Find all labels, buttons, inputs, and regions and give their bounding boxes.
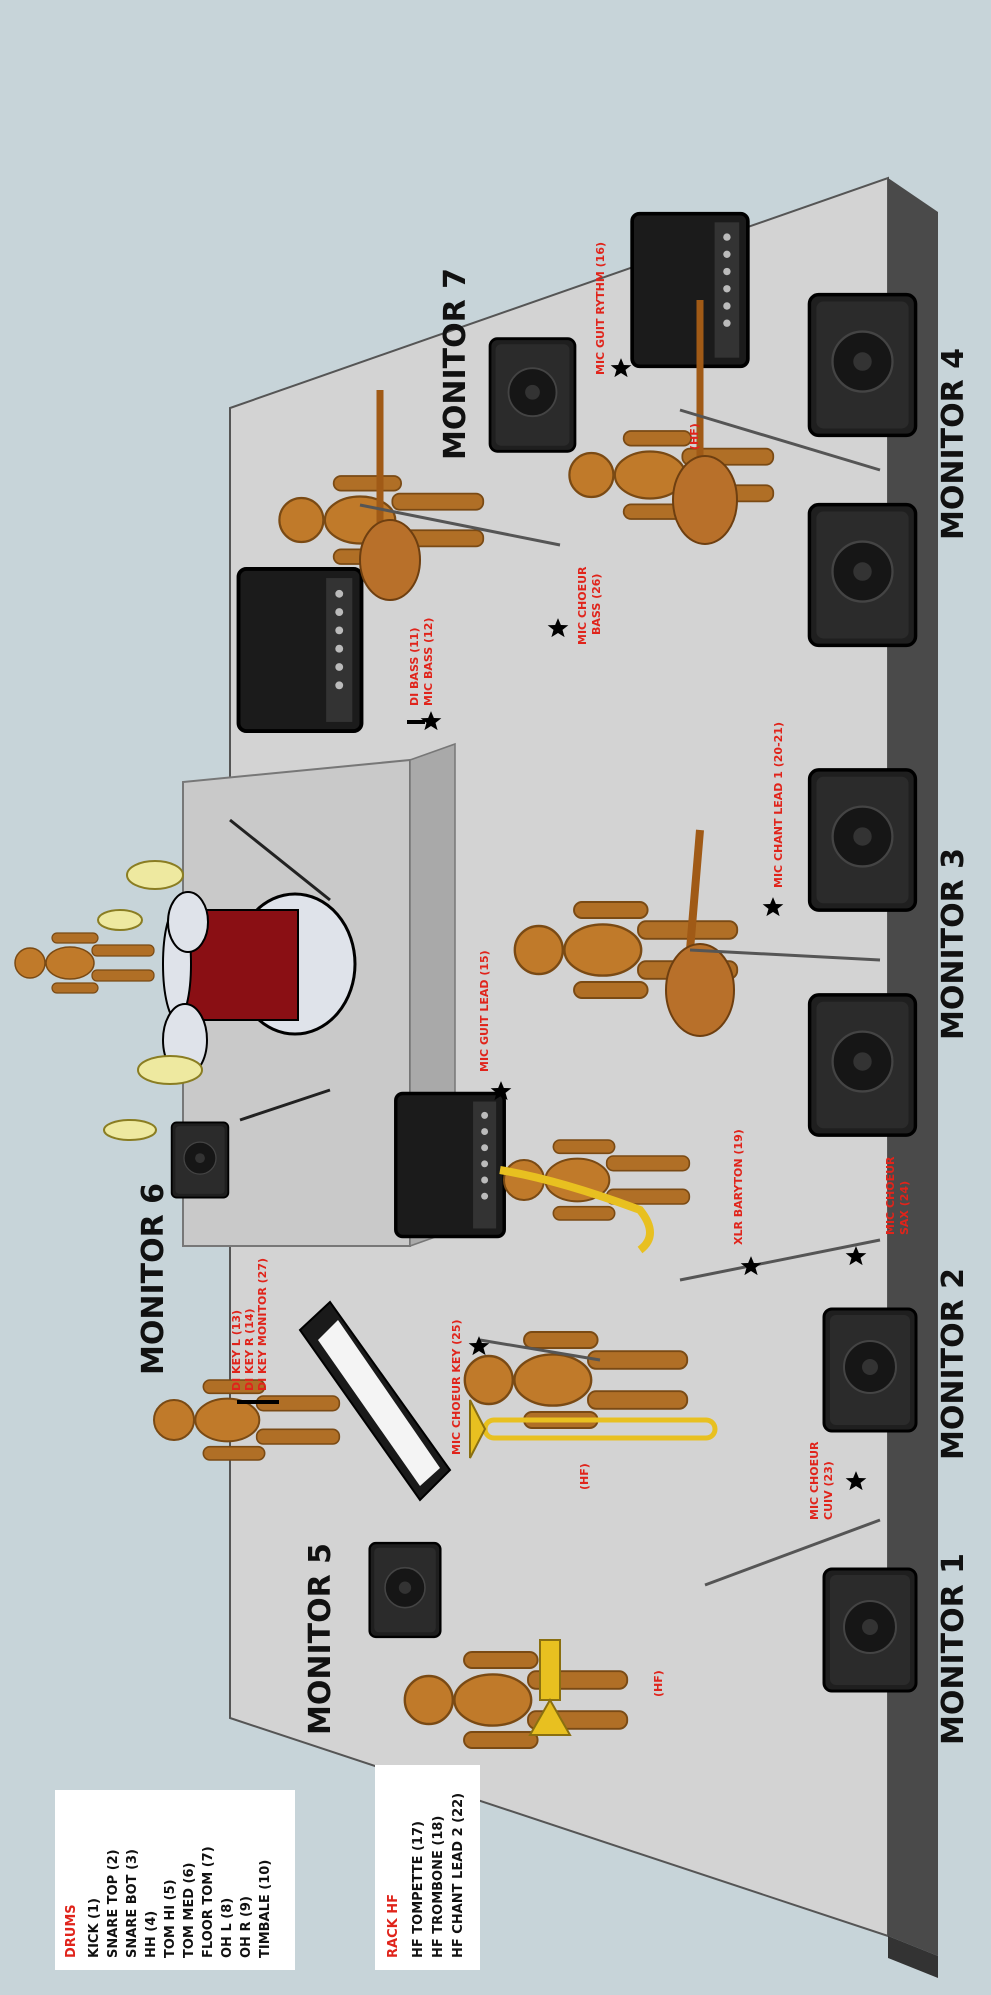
rack-hf-legend-title: RACK HF	[386, 1894, 401, 1958]
guitar-rythm-amp-icon	[632, 214, 748, 367]
monitor-3b-speaker-icon	[810, 770, 916, 910]
drums-legend-item: TIMBALE (10)	[258, 1860, 273, 1958]
di-key-l-label: DI KEY L (13)	[230, 1310, 243, 1391]
mic-choeur-key-label: MIC CHOEUR KEY (25)	[450, 1319, 463, 1455]
mic-guit-rythm-label: MIC GUIT RYTHM (16)	[594, 242, 607, 375]
monitor-6-speaker-icon	[172, 1122, 229, 1197]
hf-guitar-label: (HF)	[688, 423, 701, 450]
di-bass-label: DI BASS (11)	[408, 628, 421, 707]
di-key-r-label: DI KEY R (14)	[243, 1308, 256, 1391]
monitor-7-label: MONITOR 7	[438, 268, 473, 460]
monitor-6-label: MONITOR 6	[136, 1183, 171, 1375]
monitor-4a-speaker-icon	[809, 505, 915, 646]
xlr-baryton-label: XLR BARYTON (19)	[732, 1129, 745, 1245]
drums-legend-item: TOM MED (6)	[182, 1863, 197, 1958]
monitor-2-speaker-icon	[824, 1309, 916, 1431]
drums-legend-item: HH (4)	[144, 1911, 159, 1958]
drums-legend-item: FLOOR TOM (7)	[201, 1846, 216, 1958]
hf-trombone-label: (HF)	[578, 1463, 591, 1490]
monitor-5-speaker-icon	[370, 1543, 441, 1637]
drums-legend-item: KICK (1)	[87, 1898, 102, 1958]
drummer-figure	[15, 933, 154, 993]
monitor-1-speaker-icon	[824, 1569, 916, 1691]
rack-hf-legend-item: HF CHANT LEAD 2 (22)	[451, 1793, 466, 1958]
monitor-4b-speaker-icon	[809, 295, 915, 436]
mic-chant-lead-label: MIC CHANT LEAD 1 (20-21)	[772, 722, 785, 888]
rack-hf-legend-item: HF TOMPETTE (17)	[411, 1821, 426, 1958]
drums-legend-item: OH R (9)	[239, 1896, 254, 1958]
hf-trumpet-label: (HF)	[652, 1670, 665, 1697]
drums-legend-item: SNARE TOP (2)	[106, 1849, 121, 1958]
di-key-bars-icon	[237, 1400, 279, 1404]
drums-legend-title: DRUMS	[64, 1904, 79, 1958]
drums-legend-item: OH L (8)	[220, 1898, 235, 1958]
mic-guit-lead-label: MIC GUIT LEAD (15)	[478, 950, 491, 1072]
guitar-lead-amp-icon	[396, 1093, 504, 1236]
drums-legend: DRUMS KICK (1) SNARE TOP (2) SNARE BOT (…	[55, 1790, 295, 1970]
mic-choeur-sax-label-1: MIC CHOEUR	[884, 1156, 897, 1235]
mic-bass-label: MIC BASS (12)	[422, 618, 435, 706]
mic-choeur-sax-label-2: SAX (24)	[898, 1181, 911, 1235]
mic-choeur-cuiv-label-2: CUIV (23)	[822, 1461, 835, 1520]
monitor-1-label: MONITOR 1	[936, 1553, 971, 1745]
di-key-monitor-label: DI KEY MONITOR (27)	[256, 1258, 269, 1391]
di-bass-bar-icon	[407, 720, 425, 724]
rack-hf-legend-item: HF TROMBONE (18)	[431, 1816, 446, 1958]
mic-choeur-bass-label-2: BASS (26)	[590, 574, 603, 635]
monitor-4-label: MONITOR 4	[936, 348, 971, 540]
bass-amp-icon	[239, 569, 362, 731]
monitor-5-label: MONITOR 5	[303, 1543, 338, 1735]
rack-hf-legend: RACK HF HF TOMPETTE (17) HF TROMBONE (18…	[375, 1765, 480, 1970]
monitor-2-label: MONITOR 2	[936, 1268, 971, 1460]
monitor-3a-speaker-icon	[810, 995, 916, 1135]
monitor-7-speaker-icon	[490, 339, 575, 452]
mic-choeur-cuiv-label-1: MIC CHOEUR	[808, 1441, 821, 1520]
monitor-3-label: MONITOR 3	[936, 848, 971, 1040]
mic-choeur-bass-label-1: MIC CHOEUR	[576, 566, 589, 645]
drums-legend-item: SNARE BOT (3)	[125, 1849, 140, 1958]
drums-legend-item: TOM HI (5)	[163, 1879, 178, 1958]
